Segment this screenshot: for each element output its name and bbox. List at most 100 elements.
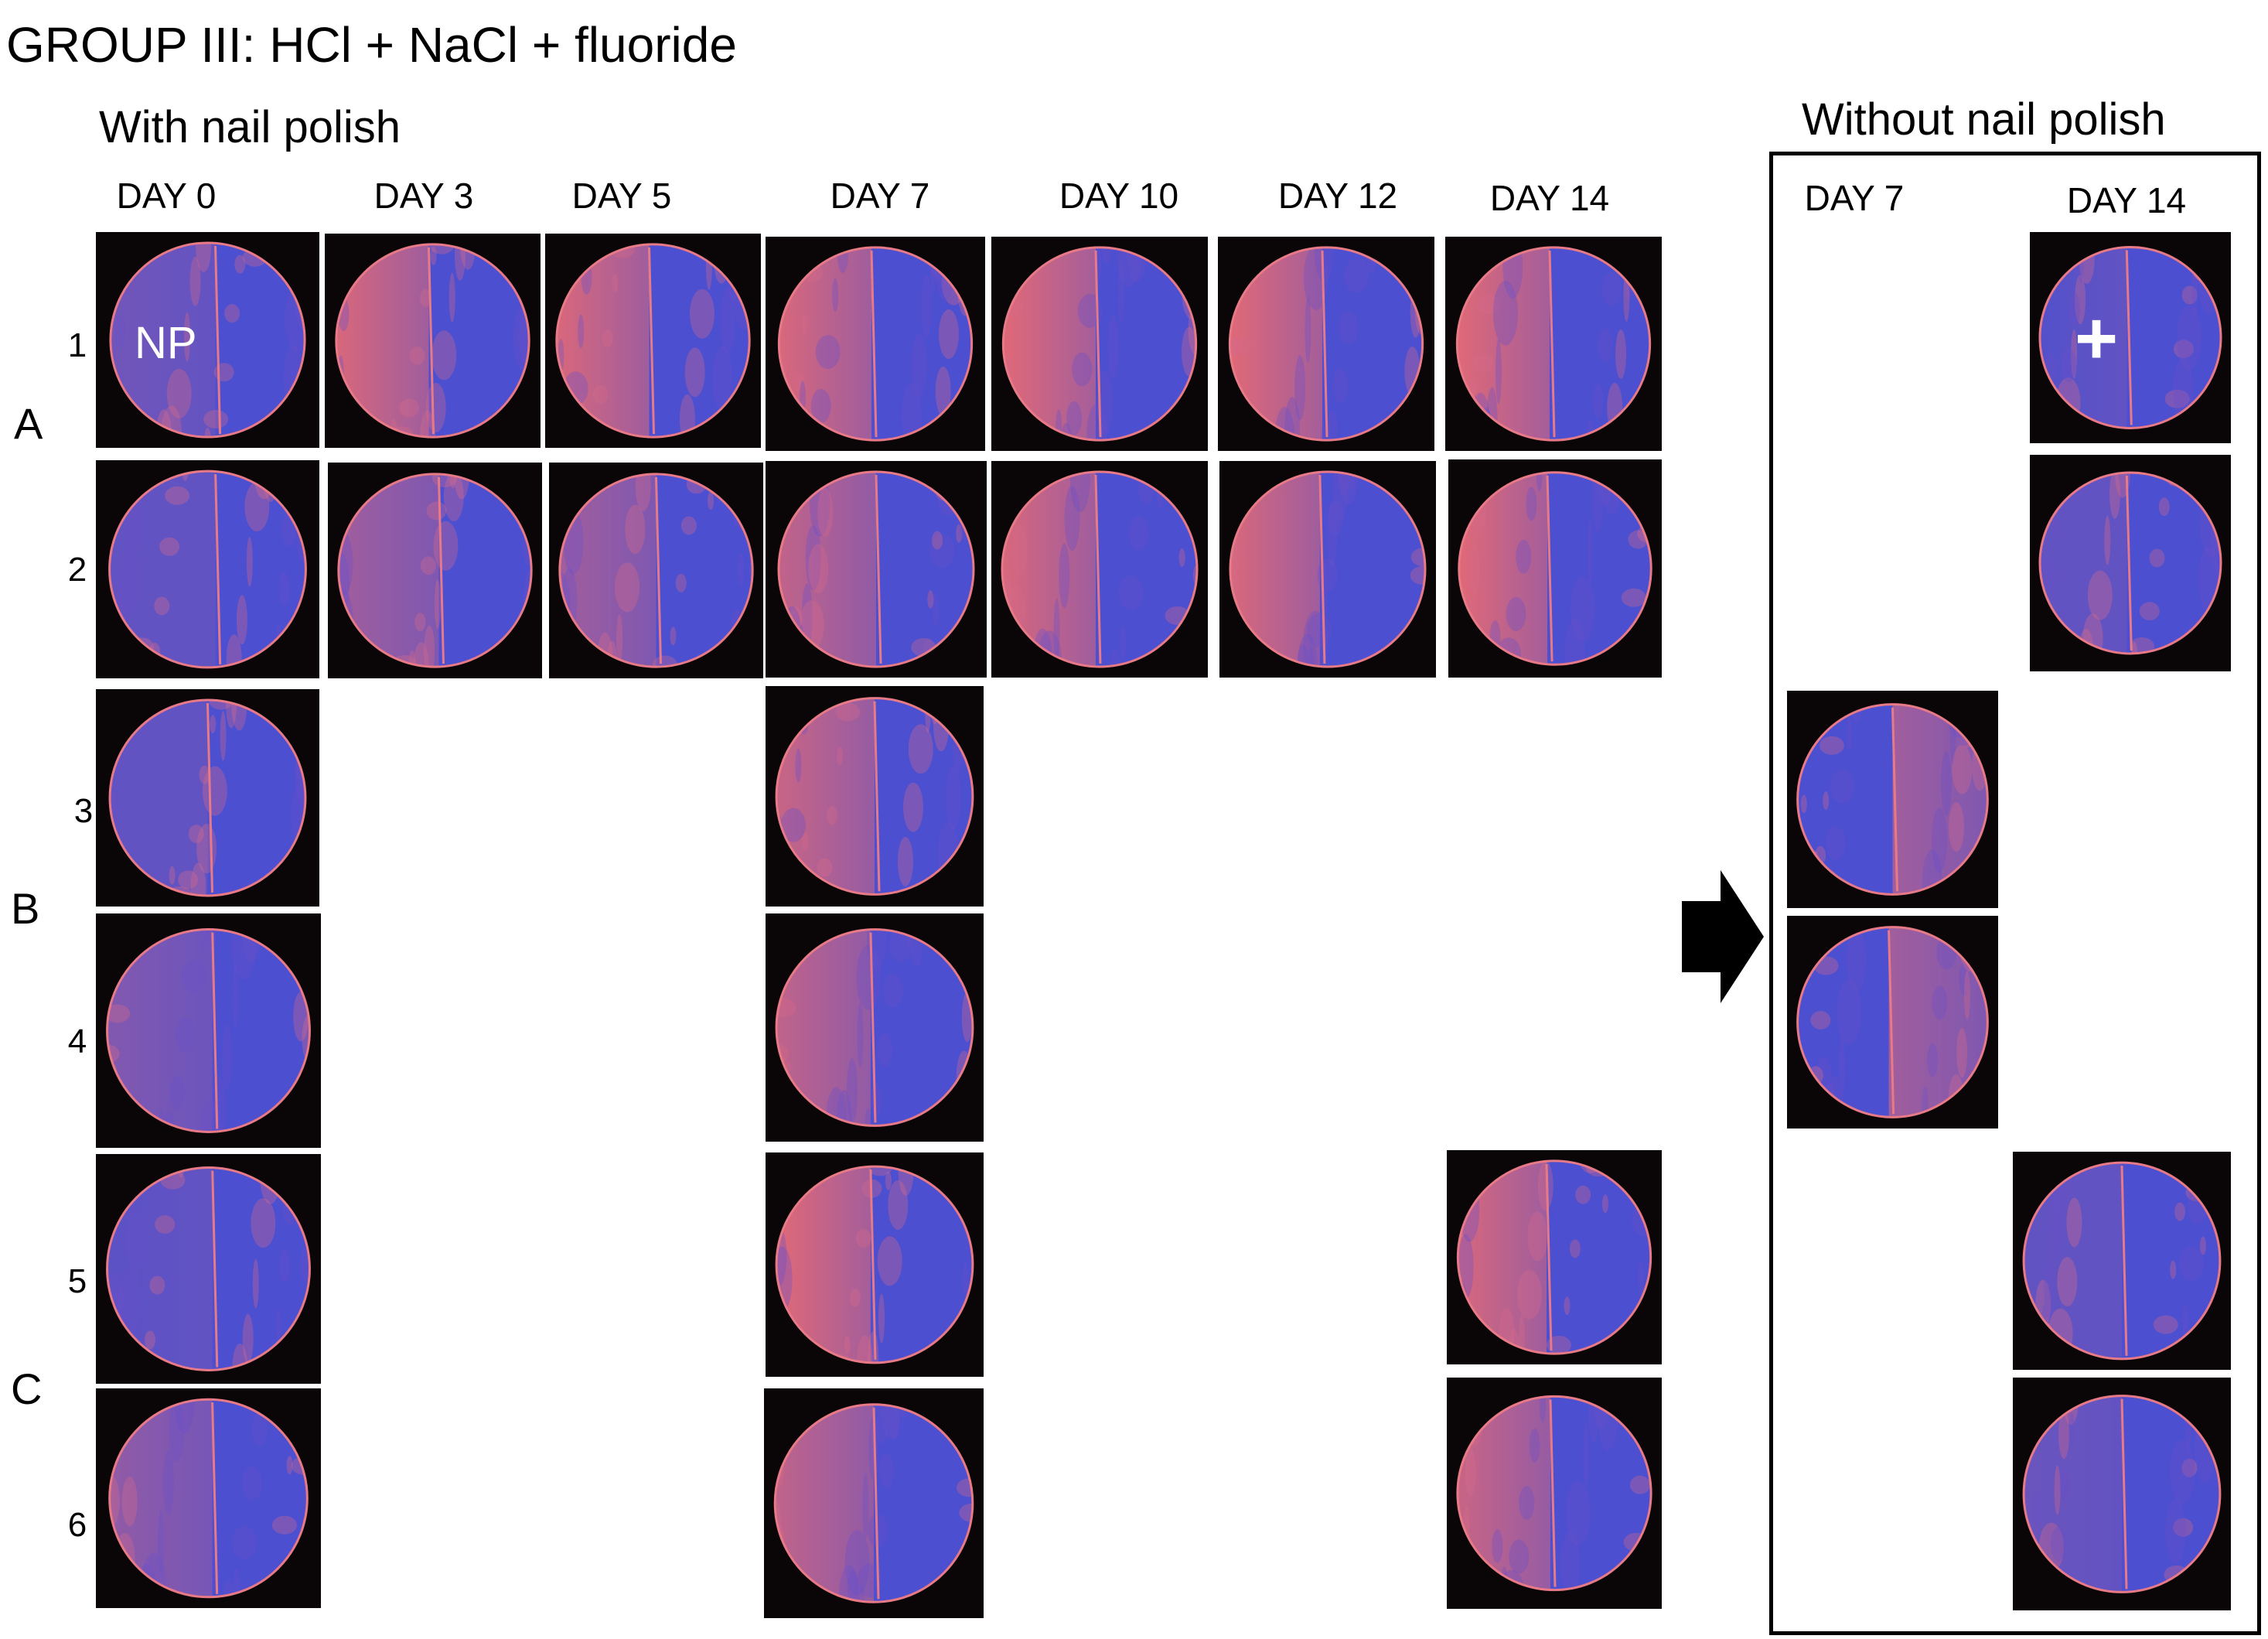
texture-spot: [166, 368, 192, 418]
texture-spot: [2054, 1465, 2061, 1515]
texture-spot: [2027, 1326, 2052, 1359]
texture-spot: [1230, 629, 1234, 667]
texture-spot: [2068, 1413, 2075, 1448]
texture-spot: [338, 626, 343, 668]
texture-spot: [733, 265, 750, 330]
dividing-line: [1545, 1163, 1553, 1351]
texture-spot: [1473, 353, 1494, 373]
texture-spot: [635, 473, 651, 512]
texture-spot: [182, 471, 189, 481]
texture-spot: [803, 636, 810, 667]
texture-spot: [871, 1084, 882, 1118]
texture-spot: [443, 473, 464, 521]
texture-spot: [780, 430, 801, 441]
texture-spot: [1607, 382, 1623, 432]
specimen-panel: [1219, 461, 1436, 678]
texture-spot: [1569, 1239, 1581, 1258]
texture-spot: [424, 625, 435, 668]
texture-spot: [1800, 794, 1807, 814]
with-nail-polish-label: With nail polish: [99, 102, 401, 152]
texture-spot: [1546, 1335, 1571, 1354]
specimen-panel: [766, 461, 987, 678]
without-polish-frame: [1769, 152, 2261, 1635]
texture-spot: [278, 571, 290, 606]
texture-spot: [1516, 539, 1532, 574]
texture-spot: [783, 946, 790, 965]
row-number: 1: [67, 326, 87, 364]
texture-spot: [236, 595, 247, 645]
texture-spot: [955, 247, 962, 275]
texture-spot: [1565, 1480, 1591, 1546]
texture-spot: [784, 633, 810, 667]
specimen-panel: [96, 1154, 321, 1384]
texture-spot: [1948, 802, 1964, 852]
dividing-line: [211, 932, 219, 1129]
texture-spot: [291, 1408, 308, 1427]
texture-spot: [616, 614, 623, 664]
texture-spot: [846, 1057, 858, 1123]
texture-spot: [430, 246, 437, 265]
texture-spot: [961, 1166, 973, 1184]
specimen-panel: [766, 686, 984, 907]
texture-spot: [203, 409, 229, 429]
texture-spot: [1645, 1396, 1652, 1412]
texture-spot: [615, 562, 640, 613]
texture-spot: [121, 1477, 138, 1527]
disc-rim: [2022, 1395, 2222, 1593]
demineralised-region: [107, 1167, 213, 1371]
texture-spot: [336, 402, 345, 437]
specimen-panel: [96, 913, 321, 1148]
texture-spot: [1966, 927, 1987, 952]
texture-spot: [857, 1002, 864, 1068]
texture-spot: [338, 531, 353, 596]
texture-spot: [689, 289, 715, 339]
texture-spot: [2087, 570, 2113, 620]
texture-spot: [1823, 791, 1830, 811]
texture-spot: [927, 589, 934, 609]
specimen-panel: [96, 689, 319, 907]
texture-spot: [2040, 593, 2045, 628]
texture-spot: [2066, 1197, 2082, 1248]
texture-spot: [670, 627, 677, 646]
specimen-panel: [766, 237, 985, 451]
texture-spot: [2158, 497, 2170, 517]
texture-spot: [1518, 1314, 1525, 1354]
texture-spot: [808, 544, 829, 594]
specimen-panel: [2013, 1152, 2231, 1370]
texture-spot: [967, 1559, 973, 1578]
demineralised-region: [1003, 247, 1096, 441]
texture-spot: [1797, 1074, 1816, 1093]
texture-spot: [738, 552, 745, 587]
dividing-line: [1549, 1399, 1557, 1587]
texture-spot: [1468, 543, 1480, 593]
texture-spot: [199, 765, 210, 784]
disc-rim: [1796, 926, 1989, 1118]
texture-spot: [2197, 247, 2204, 258]
disc-rim: [335, 243, 530, 439]
dividing-line: [870, 250, 878, 438]
texture-spot: [1411, 247, 1423, 289]
texture-spot: [336, 420, 348, 438]
dividing-line: [869, 932, 877, 1123]
texture-spot: [885, 1171, 892, 1190]
texture-spot: [908, 724, 933, 774]
day-header: DAY 5: [571, 176, 672, 216]
texture-spot: [899, 1404, 906, 1422]
texture-spot: [271, 1515, 297, 1535]
texture-spot: [728, 244, 750, 289]
texture-spot: [107, 1122, 118, 1132]
texture-spot: [1190, 252, 1196, 302]
dividing-line: [872, 1407, 880, 1600]
texture-spot: [1086, 403, 1107, 441]
texture-spot: [1940, 750, 1952, 816]
texture-spot: [563, 371, 588, 406]
specimen-panel: [328, 463, 542, 678]
dividing-line: [214, 245, 222, 435]
texture-spot: [296, 242, 305, 276]
texture-spot: [1837, 979, 1862, 1045]
texture-spot: [2050, 1526, 2066, 1561]
texture-spot: [2197, 1395, 2204, 1405]
texture-spot: [2174, 1202, 2186, 1221]
texture-spot: [2051, 1333, 2058, 1359]
texture-spot: [286, 1167, 310, 1190]
